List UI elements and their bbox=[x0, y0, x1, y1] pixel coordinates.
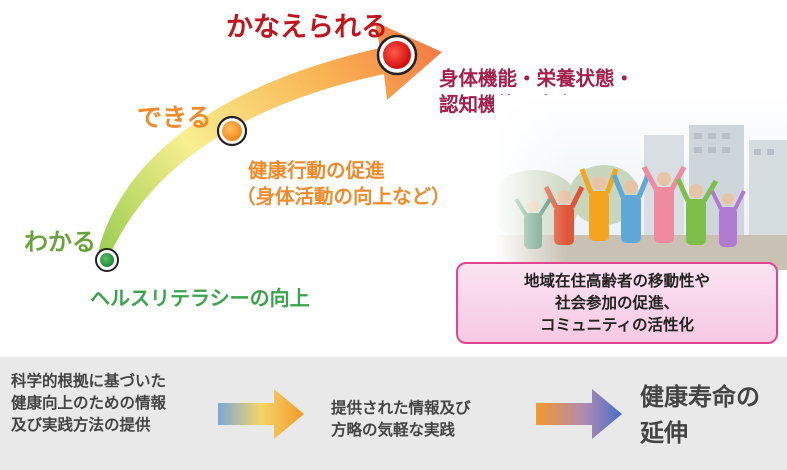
flow-goal: 健康寿命の 延伸 bbox=[640, 379, 760, 451]
marker-understand bbox=[95, 248, 119, 272]
flow-step2: 提供された情報及び 方略の気軽な実践 bbox=[331, 397, 471, 441]
community-outcome-box: 地域在住高齢者の移動性や 社会参加の促進、 コミュニティの活性化 bbox=[456, 262, 778, 344]
flow-step2-line1: 提供された情報及び bbox=[331, 399, 471, 417]
callout-behavior-line2: （身体活動の向上など） bbox=[236, 185, 451, 209]
flow-step1-line1: 科学的根拠に基づいた bbox=[11, 372, 167, 390]
callout-literacy: ヘルスリテラシーの向上 bbox=[90, 286, 310, 310]
callout-function-line1: 身体機能・栄養状態・ bbox=[439, 67, 635, 90]
flow-goal-line1: 健康寿命の bbox=[640, 383, 760, 411]
stage-label-understand: わかる bbox=[24, 228, 96, 256]
flow-step1-line3: 及び実践方法の提供 bbox=[11, 416, 151, 434]
callout-behavior: 健康行動の促進 （身体活動の向上など） bbox=[236, 158, 451, 211]
flow-arrow-1 bbox=[218, 389, 304, 439]
flow-step1: 科学的根拠に基づいた 健康向上のための情報 及び実践方法の提供 bbox=[11, 370, 166, 436]
flow-goal-line2: 延伸 bbox=[640, 419, 688, 447]
community-line2: 社会参加の促進、 bbox=[554, 294, 679, 312]
progress-arrow-diagram bbox=[95, 22, 442, 272]
stage-label-achieve: かなえられる bbox=[226, 12, 388, 43]
stage-label-can-do: できる bbox=[137, 103, 212, 132]
marker-can-do bbox=[216, 115, 248, 147]
flow-band: 科学的根拠に基づいた 健康向上のための情報 及び実践方法の提供 提供された情報及… bbox=[0, 357, 787, 470]
elderly-exercise-photo bbox=[494, 95, 787, 270]
community-line3: コミュニティの活性化 bbox=[539, 316, 695, 334]
flow-step2-line2: 方略の気軽な実践 bbox=[331, 421, 456, 439]
flow-arrow-2 bbox=[536, 389, 622, 439]
callout-behavior-line1: 健康行動の促進 bbox=[248, 159, 385, 182]
marker-achieve bbox=[376, 34, 418, 76]
flow-step1-line2: 健康向上のための情報 bbox=[11, 394, 167, 412]
community-line1: 地域在住高齢者の移動性や bbox=[523, 272, 710, 290]
